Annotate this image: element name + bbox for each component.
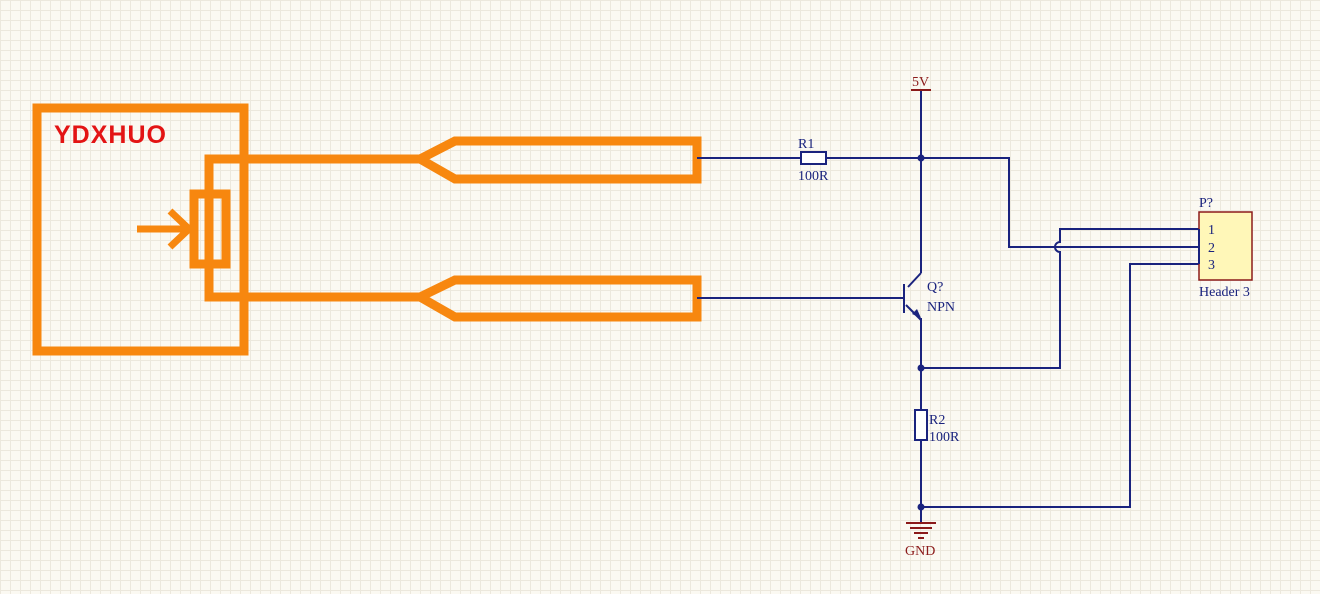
sensor-lead-lower bbox=[410, 275, 702, 322]
sensor-arrow-icon bbox=[137, 208, 195, 250]
power-label: 5V bbox=[912, 75, 929, 90]
ground-label: GND bbox=[905, 544, 935, 559]
junction-dot bbox=[917, 503, 925, 511]
header-pin-3: 3 bbox=[1208, 258, 1215, 273]
sensor-module: YDXHUO bbox=[32, 103, 702, 356]
resistor-r1: R1 100R bbox=[798, 137, 829, 184]
junctions bbox=[917, 154, 925, 511]
emitter-arrow-icon bbox=[912, 309, 921, 318]
header-body bbox=[1198, 211, 1253, 281]
header-pin-1: 1 bbox=[1208, 223, 1215, 238]
sensor-housing bbox=[32, 103, 249, 356]
sensor-lead-upper bbox=[410, 136, 702, 184]
r1-value: 100R bbox=[798, 169, 829, 184]
header-designator: P? bbox=[1199, 196, 1213, 211]
sensor-brand-label: YDXHUO bbox=[54, 121, 167, 149]
sensor-inner-loop bbox=[204, 154, 420, 302]
header-pin-2: 2 bbox=[1208, 241, 1215, 256]
junction-dot bbox=[917, 154, 925, 162]
q1-designator: Q? bbox=[927, 280, 943, 295]
header-connector: P? 1 2 3 Header 3 bbox=[1198, 196, 1253, 300]
header-name: Header 3 bbox=[1199, 285, 1250, 300]
junction-dot bbox=[917, 364, 925, 372]
r1-designator: R1 bbox=[798, 137, 814, 152]
transistor-npn: Q? NPN bbox=[903, 280, 955, 323]
r2-designator: R2 bbox=[929, 413, 945, 428]
power-5v: 5V bbox=[911, 75, 931, 91]
r2-value: 100R bbox=[929, 430, 960, 445]
q1-type: NPN bbox=[927, 300, 955, 315]
resistor-r2: R2 100R bbox=[914, 409, 960, 445]
ground-symbol: GND bbox=[905, 522, 936, 559]
wires bbox=[697, 90, 1199, 522]
